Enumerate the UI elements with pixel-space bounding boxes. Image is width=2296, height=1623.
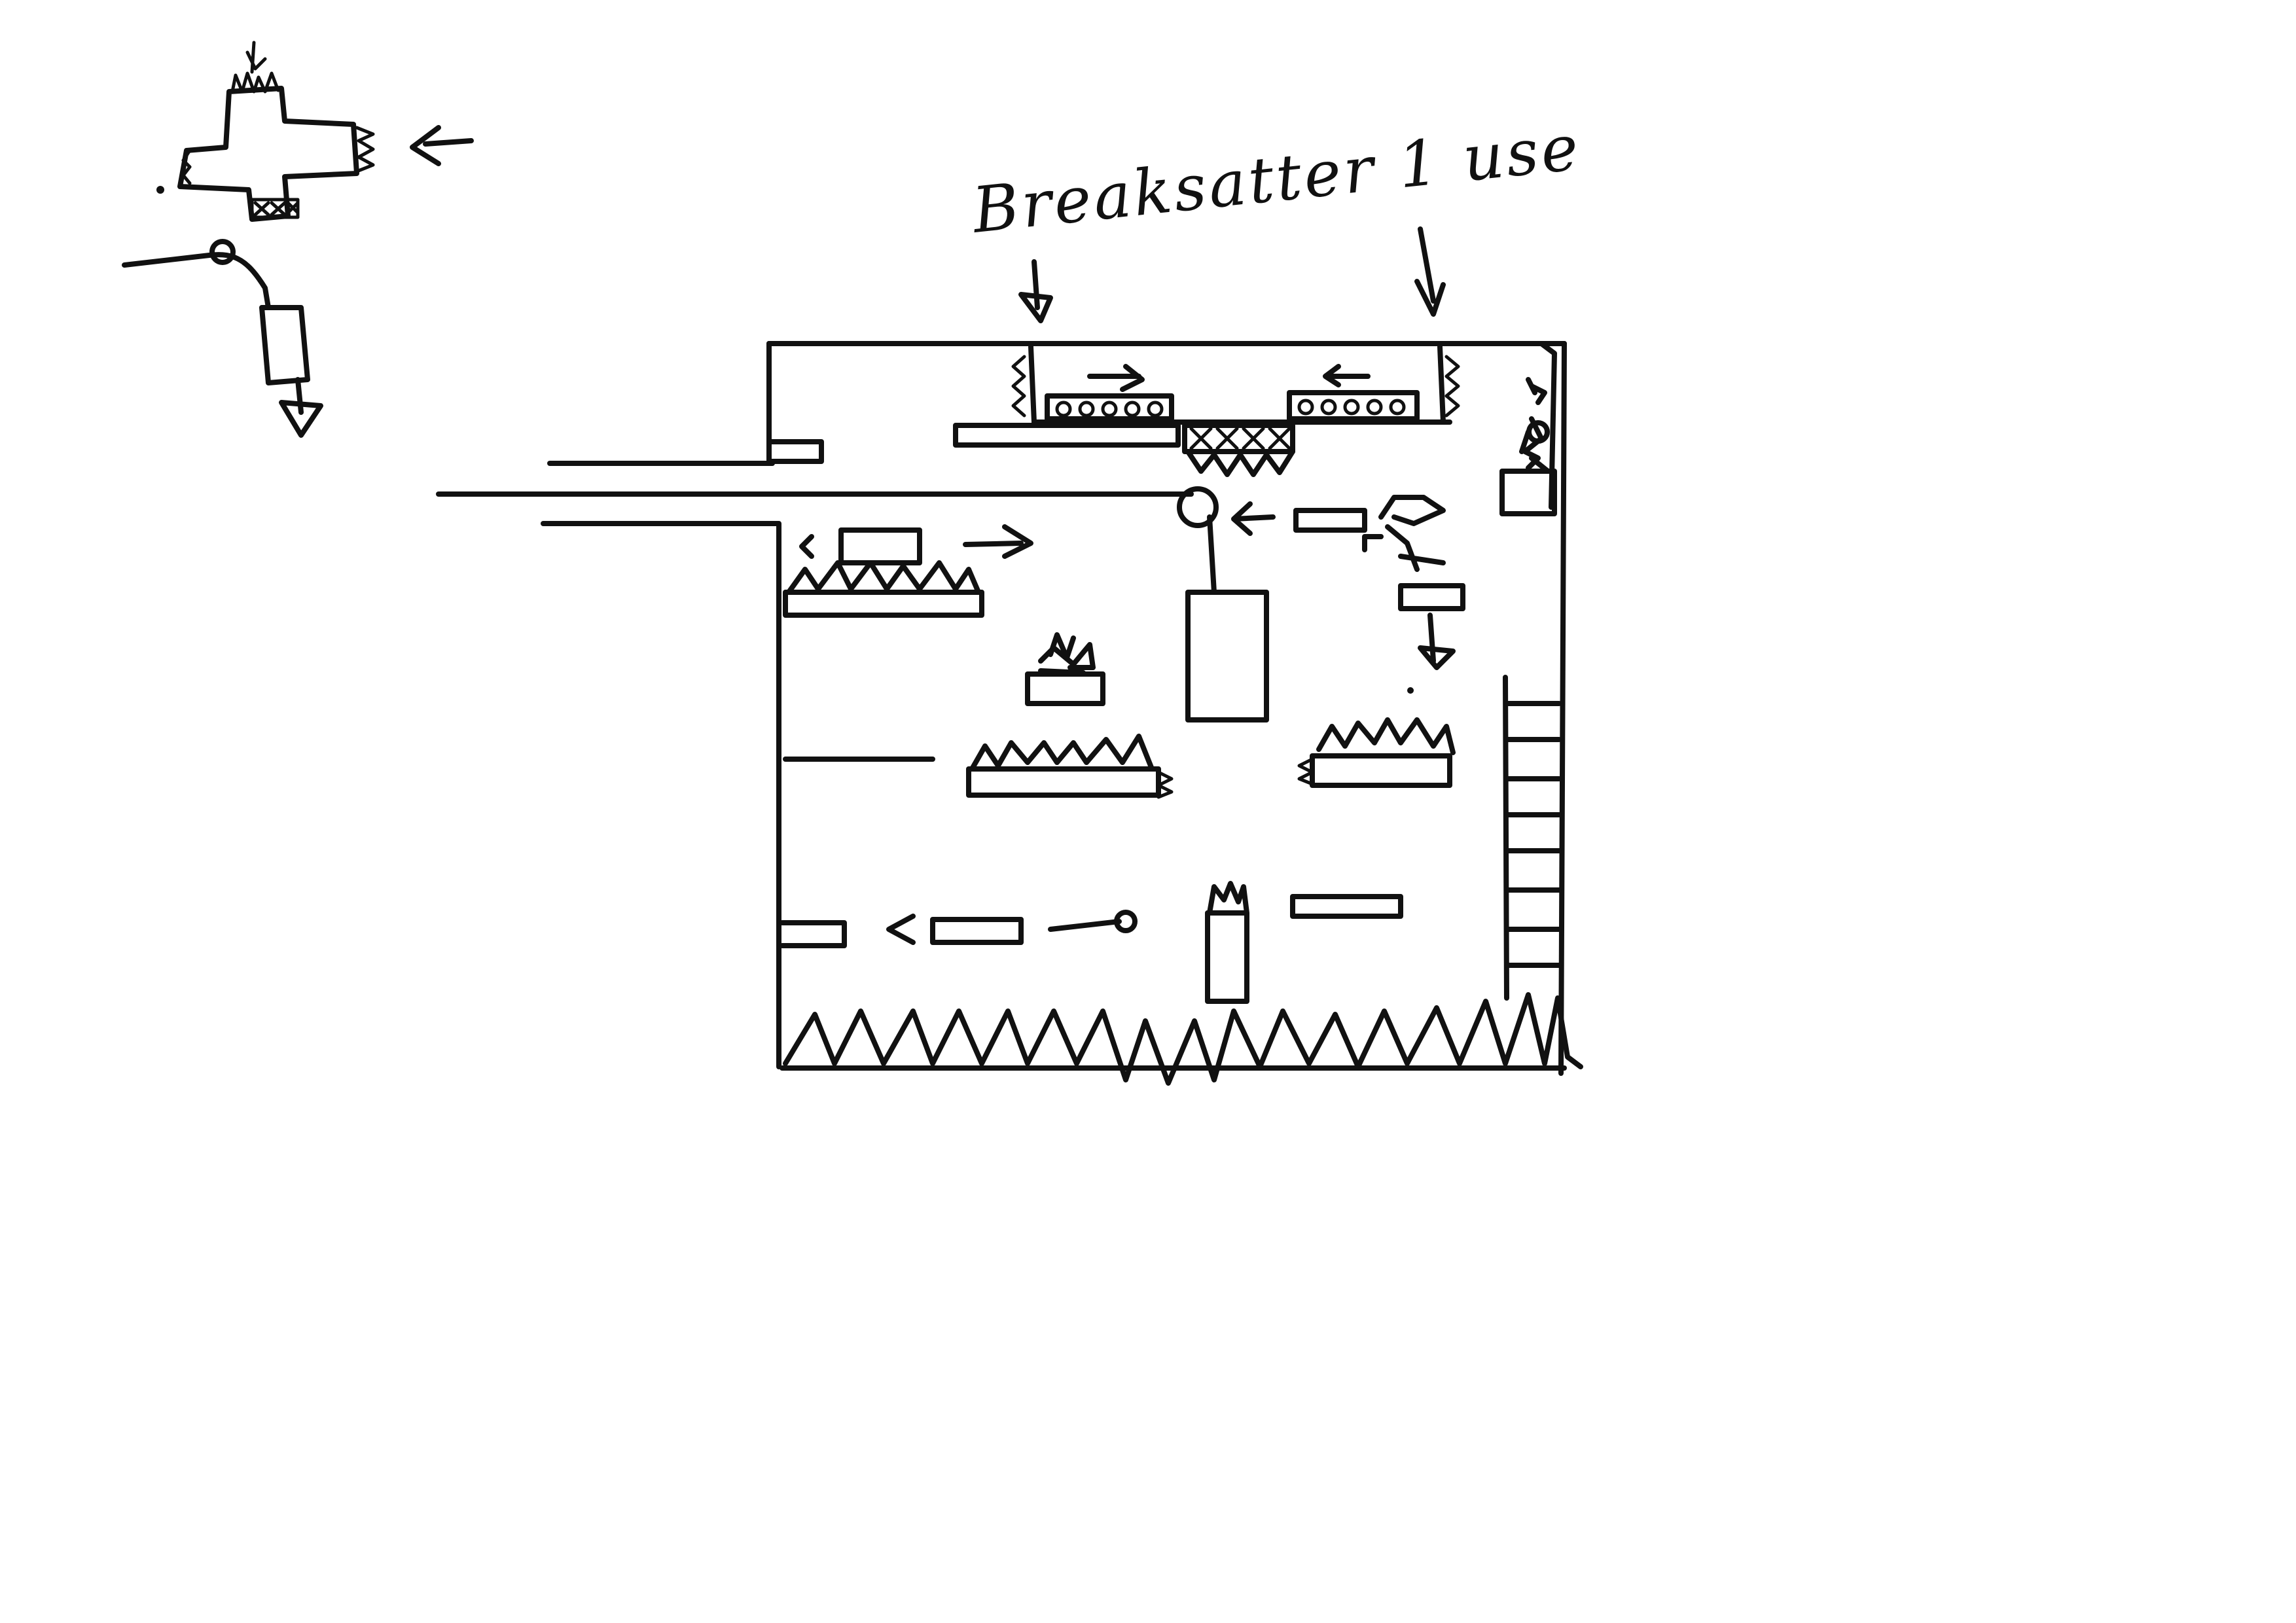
lower-arrow-left [889,916,913,942]
lower-moving-platform [933,919,1021,942]
grapple-rope-center [1210,517,1214,592]
grapple-rope [124,255,268,308]
moving-platform-right-arrow [1325,366,1368,385]
annotation-arrow-left [1021,262,1050,321]
floating-platform-right-top [1296,510,1365,530]
cross-right-spikes [357,128,373,171]
ceiling-right-post [1440,347,1443,422]
falling-platform [1401,586,1463,609]
ceiling-section [956,347,1458,474]
lower-area [782,883,1401,1001]
ladder-rail [1505,677,1507,998]
right-enemy-sketch [1365,497,1443,569]
grapple-center [1179,489,1273,720]
annotation: Breaksatter 1 use [968,111,1585,321]
grapple-anchor [212,241,233,262]
ladder-rungs [1507,704,1559,965]
cross-entry-arrow [412,128,471,164]
falling-block-arrow [281,380,321,435]
breakable-block-crosshatch [1191,429,1289,448]
spike-platform-center-spikes [972,736,1152,769]
spike-platform-base [785,592,982,615]
corridor-bottom-wall [543,524,779,1067]
breakable-block-underspikes [1188,452,1293,474]
debris-dot [1407,687,1414,694]
hanging-block [1188,592,1266,720]
moving-platform-left-wheels [1057,402,1162,416]
spike-platform-center [969,769,1158,795]
room-right-wall [1561,344,1564,1073]
spike-platform-spikes [789,563,978,592]
left-wall-spikes [1013,357,1024,416]
grapple-legend [124,241,321,435]
main-room [769,344,1564,1073]
enemy-sketch [1041,635,1093,673]
room-cross-diagram [156,43,471,219]
moving-platform-left-arrow [1090,366,1142,389]
cross-mark-dot [156,186,164,194]
falling-block [262,308,308,383]
moving-platform-right-wheels [1299,401,1404,414]
upper-left-platform [785,527,1031,615]
ladder [1505,677,1559,998]
annotation-label: Breaksatter 1 use [968,111,1585,247]
falling-platform-arrow [1420,615,1453,668]
left-wall-ledge [782,923,844,946]
right-floating [1296,497,1463,694]
cross-top-marker [247,43,265,72]
moving-block-arrow-right [965,527,1031,556]
grapple-direction-arrow [1234,504,1273,533]
moving-block [841,530,920,563]
lower-right-platform [1293,897,1401,916]
spike-platform-right-spikes [1319,720,1453,753]
moving-block-arrow-left [802,537,812,556]
exit-ledge [1502,471,1554,514]
exit-area [1502,380,1554,514]
corridor-ledge [769,442,821,461]
ceiling-shelf [956,425,1178,445]
ceiling-left-post [1031,347,1034,422]
annotation-arrow-right [1417,229,1443,314]
right-wall-spikes [1446,357,1458,416]
middle-area [785,635,1453,797]
spike-platform-right [1312,756,1450,785]
broken-pillar [1208,883,1247,1001]
lower-arrow-right [1050,921,1119,929]
enemy-pedestal [1028,674,1103,704]
